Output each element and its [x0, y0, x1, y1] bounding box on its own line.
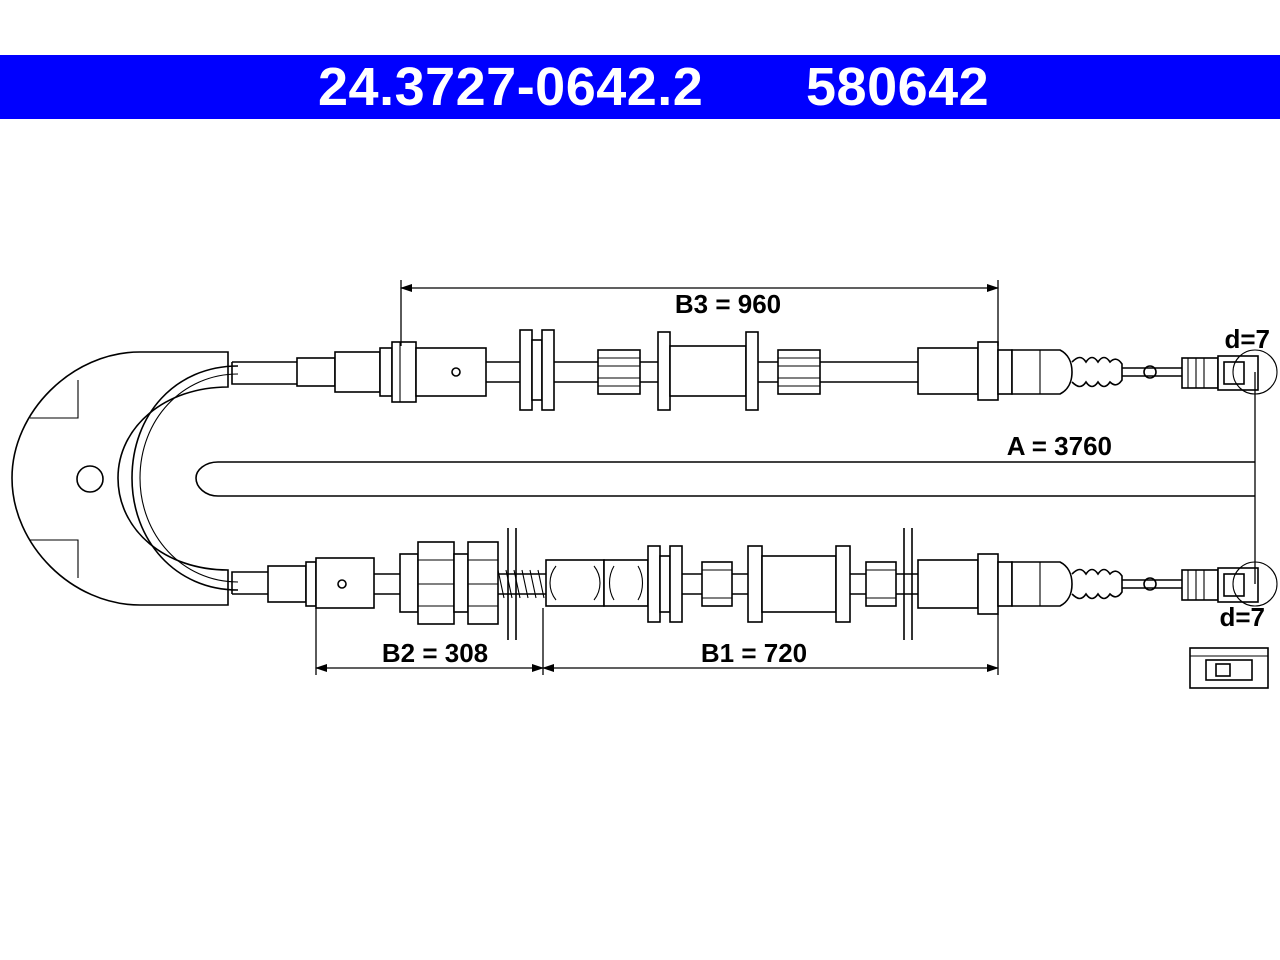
end-fitting-detail	[1189, 647, 1269, 689]
diameter-label-bottom: d=7	[1219, 602, 1265, 632]
mounting-bracket	[11, 351, 229, 606]
cable-u-bend	[131, 361, 1255, 595]
reference-number: 580642	[806, 57, 990, 117]
dimension-a: A = 3760	[1007, 372, 1256, 584]
dimension-b2-label: B2 = 308	[382, 638, 488, 668]
dimension-b3: B3 = 960	[400, 280, 999, 346]
mounting-hole	[76, 465, 104, 493]
upper-cable-assembly	[296, 329, 1278, 411]
part-number: 24.3727-0642.2	[318, 57, 704, 117]
dimension-a-label: A = 3760	[1007, 431, 1112, 461]
dimension-b1-label: B1 = 720	[701, 638, 807, 668]
part-number-banner: 24.3727-0642.2 580642	[0, 55, 1280, 119]
dimension-b1: B1 = 720	[542, 614, 999, 675]
dimension-b3-label: B3 = 960	[675, 289, 781, 319]
lower-cable-assembly	[267, 528, 1278, 640]
dimension-b2: B2 = 308	[315, 608, 544, 675]
diameter-label-top: d=7	[1224, 324, 1270, 354]
